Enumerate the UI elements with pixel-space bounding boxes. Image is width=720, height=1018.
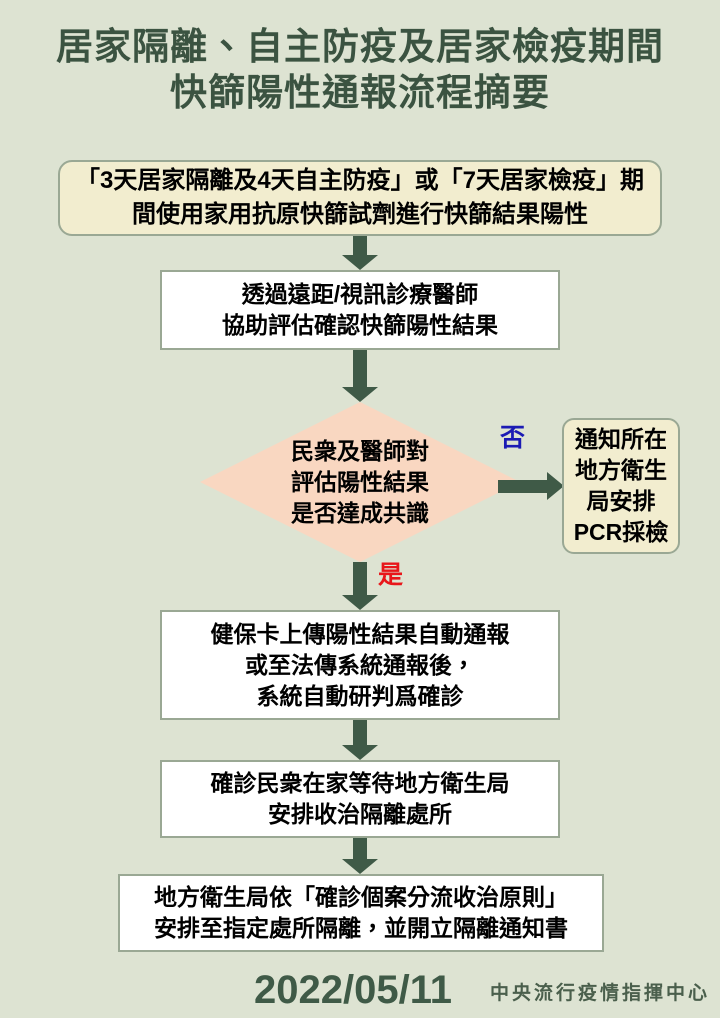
arrow-decision-to-report: [342, 562, 378, 610]
page-title-line1: 居家隔離、自主防疫及居家檢疫期間: [56, 26, 664, 67]
flow-node-telemed: 透過遠距/視訊診療醫師 協助評估確認快篩陽性結果: [160, 270, 560, 350]
arrow-head-down-icon: [342, 745, 378, 760]
arrow-decision-to-pcr: [498, 472, 564, 500]
flow-node-report-line3: 系統自動研判爲確診: [256, 682, 464, 709]
footer-date: 2022/05/11: [254, 968, 452, 1012]
flow-node-decision-text: 民衆及醫師對 評估陽性結果 是否達成共識: [200, 402, 520, 562]
flow-node-telemed-line2: 協助評估確認快篩陽性結果: [222, 312, 498, 338]
flow-node-wait-line1: 確診民衆在家等待地方衛生局: [210, 770, 510, 796]
arrow-report-to-wait: [342, 720, 378, 760]
flow-node-start-line1: 「3天居家隔離及4天自主防疫」或「7天居家檢疫」期: [75, 167, 645, 194]
page-title: 居家隔離、自主防疫及居家檢疫期間 快篩陽性通報流程摘要: [0, 24, 720, 116]
arrow-wait-to-assign: [342, 838, 378, 874]
arrow-shaft: [498, 480, 548, 493]
arrow-telemed-to-decision: [342, 350, 378, 402]
arrow-head-down-icon: [342, 595, 378, 610]
flow-node-wait: 確診民衆在家等待地方衛生局 安排收治隔離處所: [160, 760, 560, 838]
arrow-head-down-icon: [342, 387, 378, 402]
flow-node-telemed-line1: 透過遠距/視訊診療醫師: [241, 281, 479, 307]
flow-node-decision-line3: 是否達成共識: [291, 499, 429, 526]
flow-node-pcr-line1: 通知所在: [575, 426, 667, 452]
flow-node-pcr-line2: 地方衛生: [575, 457, 667, 483]
flow-node-decision: 民衆及醫師對 評估陽性結果 是否達成共識: [200, 402, 520, 562]
arrow-head-right-icon: [547, 472, 564, 500]
flow-node-assign: 地方衛生局依「確診個案分流收治原則」 安排至指定處所隔離，並開立隔離通知書: [118, 874, 604, 952]
footer-organization: 中央流行疫情指揮中心: [489, 983, 710, 1004]
arrow-start-to-telemed: [342, 236, 378, 270]
branch-label-no: 否: [500, 424, 526, 452]
arrow-head-down-icon: [342, 859, 378, 874]
flow-node-start-line2: 間使用家用抗原快篩試劑進行快篩結果陽性: [132, 201, 588, 228]
flow-node-start: 「3天居家隔離及4天自主防疫」或「7天居家檢疫」期 間使用家用抗原快篩試劑進行快…: [58, 160, 662, 236]
flow-node-report: 健保卡上傳陽性結果自動通報 或至法傳系統通報後， 系統自動研判爲確診: [160, 610, 560, 720]
arrow-head-down-icon: [342, 255, 378, 270]
flow-node-pcr: 通知所在 地方衛生 局安排 PCR採檢: [562, 418, 680, 554]
branch-label-yes: 是: [378, 561, 404, 589]
flow-node-report-line2: 或至法傳系統通報後，: [245, 651, 475, 678]
arrow-shaft: [353, 838, 367, 861]
flow-node-pcr-line3: 局安排: [586, 488, 656, 514]
arrow-shaft: [353, 236, 367, 257]
flow-node-decision-line2: 評估陽性結果: [291, 468, 429, 495]
flow-node-assign-line1: 地方衛生局依「確診個案分流收治原則」: [154, 884, 568, 910]
arrow-shaft: [353, 350, 367, 389]
flow-node-wait-line2: 安排收治隔離處所: [268, 801, 452, 827]
page-title-line2: 快篩陽性通報流程摘要: [170, 72, 550, 113]
flow-node-pcr-line4: PCR採檢: [573, 519, 669, 545]
flow-node-assign-line2: 安排至指定處所隔離，並開立隔離通知書: [154, 915, 568, 941]
flow-node-report-line1: 健保卡上傳陽性結果自動通報: [210, 620, 510, 647]
arrow-shaft: [353, 562, 367, 597]
flow-node-decision-line1: 民衆及醫師對: [291, 437, 429, 464]
arrow-shaft: [353, 720, 367, 747]
